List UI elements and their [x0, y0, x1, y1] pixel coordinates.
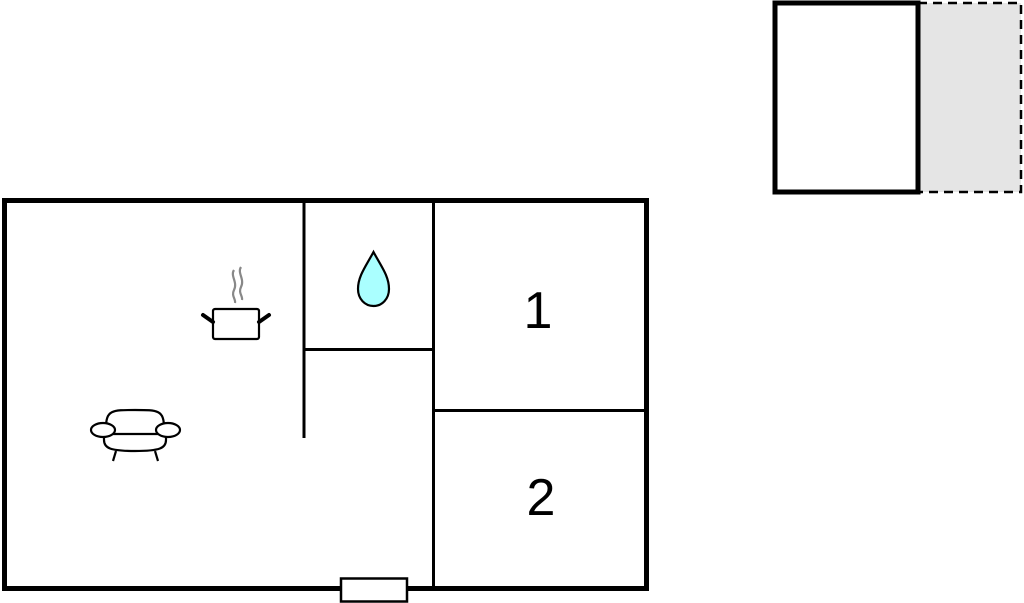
terrace-area [916, 1, 1023, 194]
bedroom-1-label: 1 [523, 282, 553, 340]
outbuilding [772, 0, 921, 195]
kitchen-pot-icon [201, 266, 271, 341]
water-drop-icon [356, 249, 391, 308]
sofa-icon [89, 408, 182, 462]
bedroom-2-label: 2 [526, 469, 556, 527]
outer-wall [2, 198, 649, 591]
main-house [2, 198, 649, 603]
front-door [339, 577, 409, 603]
annex [772, 0, 1023, 195]
